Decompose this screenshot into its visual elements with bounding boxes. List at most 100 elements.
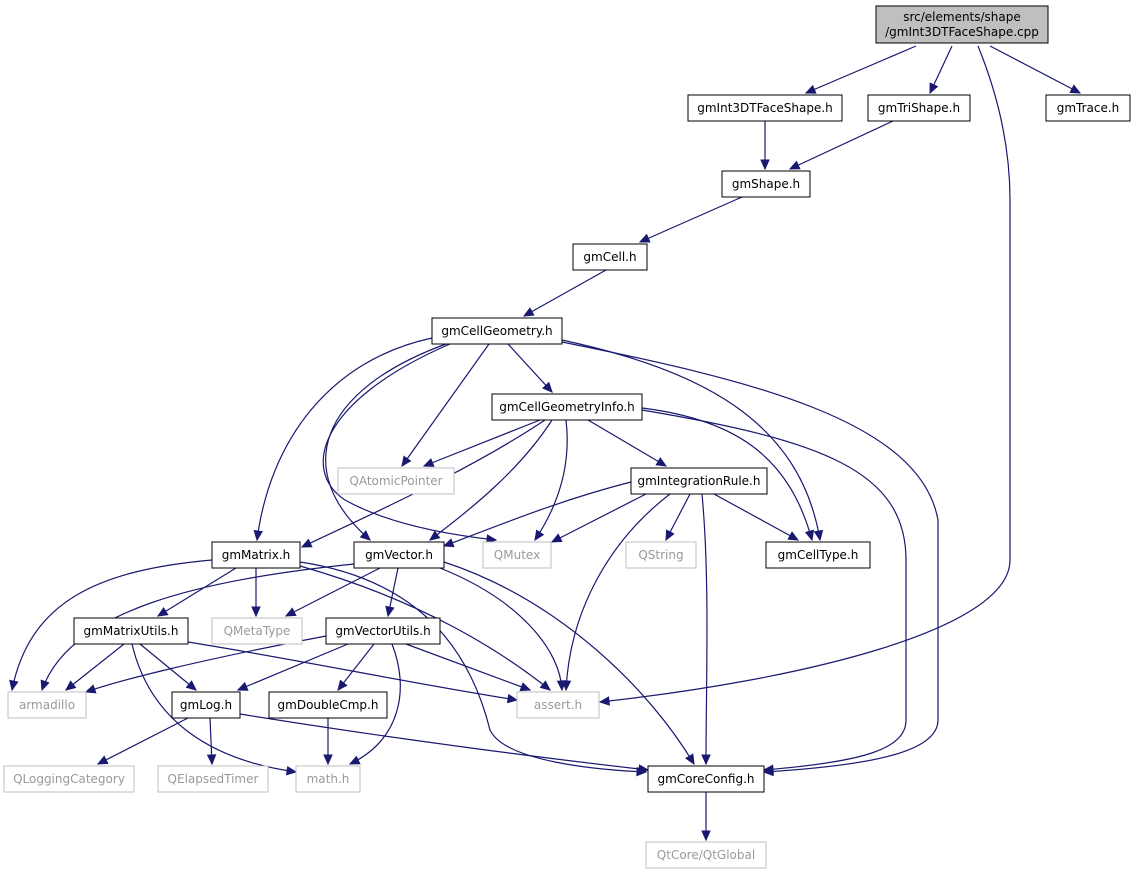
arrowhead-icon	[522, 307, 535, 317]
node-box	[268, 691, 388, 719]
edge-vector-to-vectorutils	[385, 567, 399, 618]
edge-line	[285, 567, 381, 617]
node-trishape[interactable]: gmTriShape.h	[867, 94, 971, 122]
arrowhead-icon	[787, 531, 800, 541]
arrowhead-icon	[506, 693, 519, 704]
arrowhead-icon	[251, 606, 261, 618]
node-doublecmp[interactable]: gmDoubleCmp.h	[268, 691, 388, 719]
edge-intrule-to-celltype	[713, 493, 800, 541]
node-shape[interactable]: gmShape.h	[721, 170, 811, 198]
node-qmetatype: QMetaType	[211, 617, 303, 645]
node-cell[interactable]: gmCell.h	[572, 243, 648, 271]
edge-vectorutils-to-doublecmp	[337, 643, 375, 691]
node-celltype[interactable]: gmCellType.h	[765, 541, 871, 569]
node-cellgeom[interactable]: gmCellGeometry.h	[431, 317, 563, 345]
node-matrix[interactable]: gmMatrix.h	[211, 541, 301, 569]
edge-cellgeominfo-to-qmutex	[534, 419, 568, 542]
arrowhead-icon	[236, 681, 249, 691]
arrowhead-icon	[534, 529, 545, 542]
edge-line	[405, 643, 531, 691]
node-box	[7, 691, 87, 719]
arrowhead-icon	[929, 82, 939, 95]
node-box	[721, 170, 811, 198]
edge-line	[989, 45, 1081, 94]
arrowhead-icon	[337, 679, 348, 691]
edge-cellgeom-to-cellgeominfo	[507, 343, 553, 393]
arrowhead-icon	[701, 830, 711, 842]
node-root[interactable]: src/elements/shape/gmInt3DTFaceShape.cpp	[875, 5, 1049, 44]
node-label: armadillo	[19, 698, 75, 712]
edge-doublecmp-to-math	[323, 718, 333, 766]
arrowhead-icon	[542, 381, 553, 393]
node-vector[interactable]: gmVector.h	[353, 541, 445, 569]
node-label: gmVectorUtils.h	[335, 624, 430, 638]
edge-line	[337, 643, 375, 691]
node-coreconfig[interactable]: gmCoreConfig.h	[647, 765, 765, 793]
node-label: gmCellGeometryInfo.h	[499, 400, 635, 414]
edge-cellgeominfo-to-coreconfig	[641, 409, 907, 774]
arrowhead-icon	[760, 159, 770, 171]
node-label: QLoggingCategory	[13, 772, 125, 786]
arrowhead-icon	[96, 755, 109, 765]
arrowhead-icon	[804, 529, 815, 542]
edge-line	[641, 409, 907, 771]
edge-cellgeominfo-to-vector	[429, 419, 553, 541]
edge-line	[256, 337, 433, 541]
edge-root-to-assert	[598, 45, 1011, 706]
edge-line	[239, 713, 649, 771]
node-box	[3, 765, 135, 793]
node-armadillo: armadillo	[7, 691, 87, 719]
node-log[interactable]: gmLog.h	[171, 691, 241, 719]
node-label: gmTrace.h	[1057, 101, 1120, 115]
node-box	[765, 541, 871, 569]
node-label: QString	[638, 548, 683, 562]
edge-line	[65, 643, 125, 691]
node-intrule[interactable]: gmIntegrationRule.h	[630, 467, 768, 495]
edge-intrule-to-assert	[561, 493, 671, 692]
arrowhead-icon	[84, 684, 97, 694]
node-box	[157, 765, 269, 793]
edge-vector-to-coreconfig	[443, 561, 695, 766]
node-cellgeominfo[interactable]: gmCellGeometryInfo.h	[491, 393, 643, 421]
node-box	[630, 467, 768, 495]
arrowhead-icon	[442, 538, 455, 548]
node-box	[687, 94, 843, 122]
edge-vectorutils-to-assert	[405, 643, 532, 692]
node-label: QMutex	[494, 548, 540, 562]
node-label: gmMatrixUtils.h	[84, 624, 179, 638]
arrowhead-icon	[253, 529, 263, 542]
node-box	[211, 541, 301, 569]
arrowhead-icon	[550, 533, 563, 543]
node-label: gmLog.h	[180, 698, 232, 712]
edge-shape-to-cell	[638, 196, 743, 243]
node-box	[572, 243, 648, 271]
arrowhead-icon	[285, 765, 298, 776]
node-box	[875, 5, 1049, 44]
nodes-layer: src/elements/shape/gmInt3DTFaceShape.cpp…	[3, 5, 1131, 869]
node-matrixutils[interactable]: gmMatrixUtils.h	[73, 617, 189, 645]
edge-vectorutils-to-math	[348, 643, 401, 765]
edge-line	[599, 45, 1011, 703]
node-vectorutils[interactable]: gmVectorUtils.h	[325, 617, 441, 645]
node-int3dt[interactable]: gmInt3DTFaceShape.h	[687, 94, 843, 122]
edge-cellgeominfo-to-intrule	[587, 419, 668, 467]
node-box	[645, 841, 767, 869]
node-qelapsed: QElapsedTimer	[157, 765, 269, 793]
edge-line	[41, 563, 355, 691]
edge-log-to-qelapsed	[206, 717, 217, 766]
edge-root-to-int3dt	[804, 45, 917, 94]
edge-line	[237, 643, 349, 691]
edge-line	[507, 343, 553, 393]
edge-line	[429, 419, 553, 541]
edge-intrule-to-vector	[442, 481, 632, 548]
edge-line	[534, 419, 568, 541]
arrowhead-icon	[701, 754, 711, 766]
node-label: gmDoubleCmp.h	[278, 698, 379, 712]
node-label: gmTriShape.h	[878, 101, 960, 115]
node-label: QElapsedTimer	[168, 772, 259, 786]
node-trace[interactable]: gmTrace.h	[1045, 94, 1131, 122]
arrowhead-icon	[359, 530, 371, 541]
node-label: gmShape.h	[732, 177, 800, 191]
edge-line	[349, 643, 401, 765]
edge-vectorutils-to-log	[236, 643, 349, 691]
